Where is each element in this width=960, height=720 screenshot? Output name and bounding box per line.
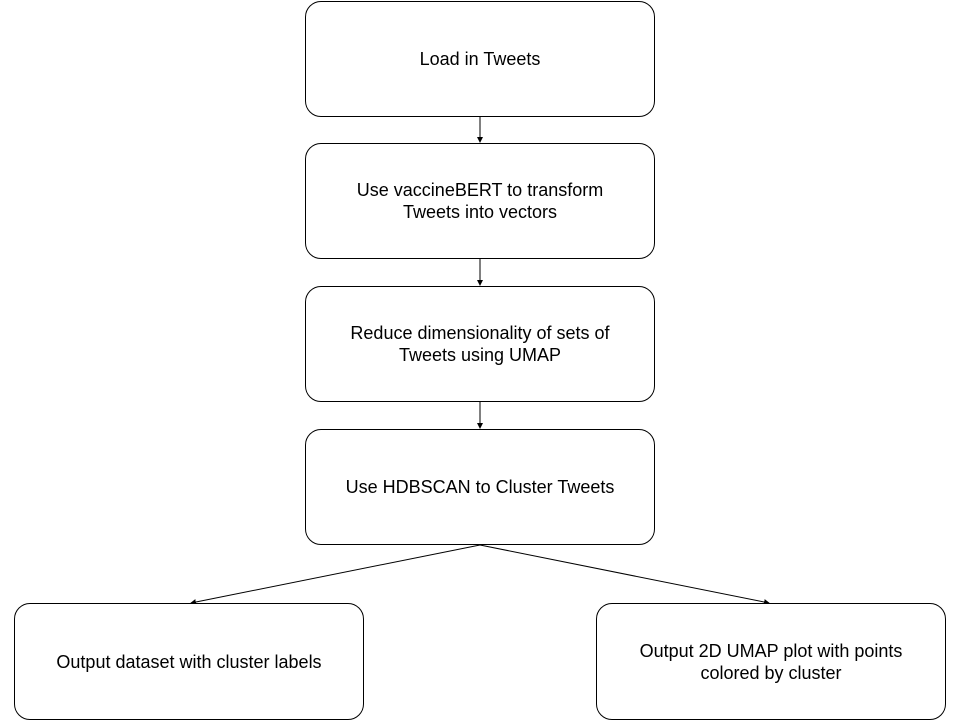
node-load-tweets: Load in Tweets bbox=[305, 1, 655, 117]
node-hdbscan-cluster: Use HDBSCAN to Cluster Tweets bbox=[305, 429, 655, 545]
node-output-umap-plot-label: Output 2D UMAP plot with points colored … bbox=[639, 640, 903, 683]
node-load-tweets-label: Load in Tweets bbox=[419, 49, 541, 69]
node-umap-reduction-label: Reduce dimensionality of sets of Tweets … bbox=[350, 323, 610, 365]
node-output-dataset: Output dataset with cluster labels bbox=[14, 603, 364, 720]
node-hdbscan-cluster-label: Use HDBSCAN to Cluster Tweets bbox=[345, 477, 615, 497]
node-vaccinebert-transform-label: Use vaccineBERT to transform Tweets into… bbox=[356, 180, 604, 222]
node-vaccinebert-transform: Use vaccineBERT to transform Tweets into… bbox=[305, 143, 655, 259]
arrow-cluster-to-dataset bbox=[190, 544, 481, 605]
node-umap-reduction: Reduce dimensionality of sets of Tweets … bbox=[305, 286, 655, 402]
node-output-dataset-label: Output dataset with cluster labels bbox=[56, 651, 322, 672]
arrow-cluster-to-plot bbox=[479, 544, 770, 605]
node-output-umap-plot: Output 2D UMAP plot with points colored … bbox=[596, 603, 946, 720]
